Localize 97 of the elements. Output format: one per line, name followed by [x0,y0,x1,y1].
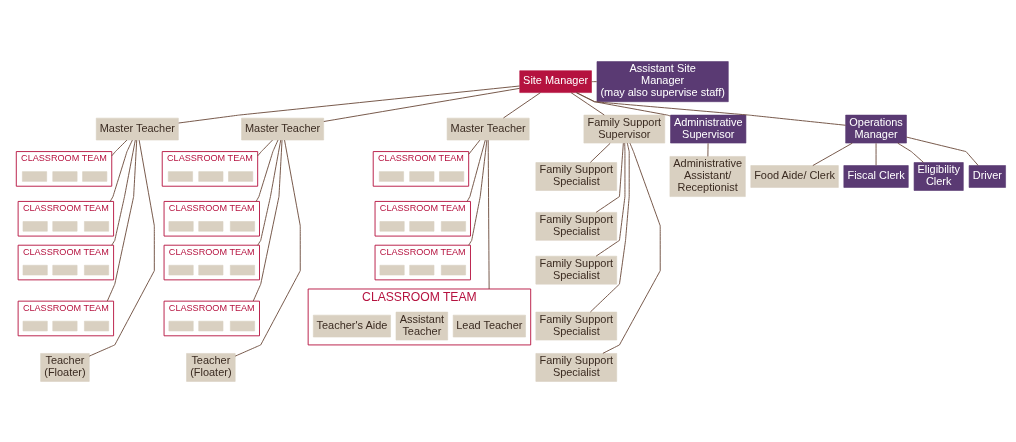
node-box [83,320,109,331]
connector [252,139,282,302]
node-box: Operations Manager [844,114,907,143]
connector [896,142,924,163]
cluster: CLASSROOM TEAM [17,200,114,237]
node-box: Food Aide/ Clerk [750,164,839,188]
node-box [227,170,253,182]
node-box [440,220,466,232]
node-box [438,170,464,182]
cluster: CLASSROOM TEAM [372,150,469,187]
connector [466,139,486,202]
node-box: Eligibility Clerk [913,161,964,191]
node-box: Administrative Assistant/ Receptionist [669,155,746,197]
node-box [83,220,109,232]
node-box: Master Teacher [446,117,529,140]
node-box [22,264,48,275]
node-box [51,320,77,331]
connector [905,136,979,166]
node-box: Family Support Specialist [535,352,617,382]
node-box [168,264,194,275]
node-box [167,170,193,182]
node-box [408,220,434,232]
node-box: Site Manager [518,69,592,93]
connector [570,91,605,115]
node-box [379,264,405,275]
connector [110,139,136,246]
node-box: Fiscal Clerk [843,164,909,188]
cluster: CLASSROOM TEAM [17,244,114,280]
node-box [81,170,107,182]
node-box [83,264,109,275]
cluster: CLASSROOM TEAM [163,300,260,336]
node-box [408,264,434,275]
node-box: Administrative Supervisor [669,114,746,143]
connector [487,139,490,289]
node-box [378,170,404,182]
connector [502,91,541,118]
connector [589,142,630,312]
node-box: Teacher (Floater) [185,352,235,382]
connector [256,139,281,246]
connector [595,142,624,213]
node-box: Assistant Teacher [395,311,448,340]
node-box: Teacher's Aide [312,314,391,337]
connector [109,139,133,202]
connector [575,91,846,126]
cluster: CLASSROOM TEAM [374,244,471,280]
cluster: CLASSROOM TEAM [163,200,260,237]
connector [601,142,661,354]
node-box [21,170,47,182]
node-box [168,320,194,331]
connector [177,85,520,123]
cluster: CLASSROOM TEAM [161,150,258,187]
node-box: Family Support Specialist [535,211,617,241]
node-box [408,170,434,182]
node-box [229,264,255,275]
connector [88,139,155,357]
node-box [229,220,255,232]
node-box [197,320,223,331]
node-box [51,220,77,232]
node-box: Family Support Specialist [535,161,617,191]
connector [110,139,127,156]
connector [590,80,597,82]
node-box [51,170,77,182]
node-box [440,264,466,275]
cluster: CLASSROOM TEAM [374,200,471,237]
node-box [197,264,223,275]
connector [234,139,301,357]
node-box: Lead Teacher [452,314,526,337]
node-box [22,220,48,232]
node-box: Master Teacher [95,117,179,140]
node-box: Master Teacher [240,117,324,140]
node-box: Teacher (Floater) [39,352,90,382]
cluster: CLASSROOM TEAM [17,300,114,336]
node-box: Family Support Specialist [535,311,617,340]
connector [467,139,487,246]
node-box [379,220,405,232]
connector [706,142,708,157]
connector [811,142,853,166]
connector [589,142,611,163]
node-box [197,220,223,232]
node-box [168,220,194,232]
connector [106,139,137,302]
connector [255,139,278,202]
node-box [229,320,255,331]
node-box: Assistant Site Manager (may also supervise staff) [596,60,729,102]
connector [875,142,876,166]
node-box: Family Support Supervisor [583,114,665,143]
connector [322,87,520,122]
node-box: Family Support Specialist [535,255,617,284]
cluster: CLASSROOM TEAM [163,244,260,280]
connector [256,139,273,156]
cluster: CLASSROOM TEAM [15,150,112,187]
node-box: Driver [968,164,1006,188]
connector [595,142,625,257]
node-box [51,264,77,275]
node-box [22,320,48,331]
connector [467,139,480,155]
node-box [197,170,223,182]
